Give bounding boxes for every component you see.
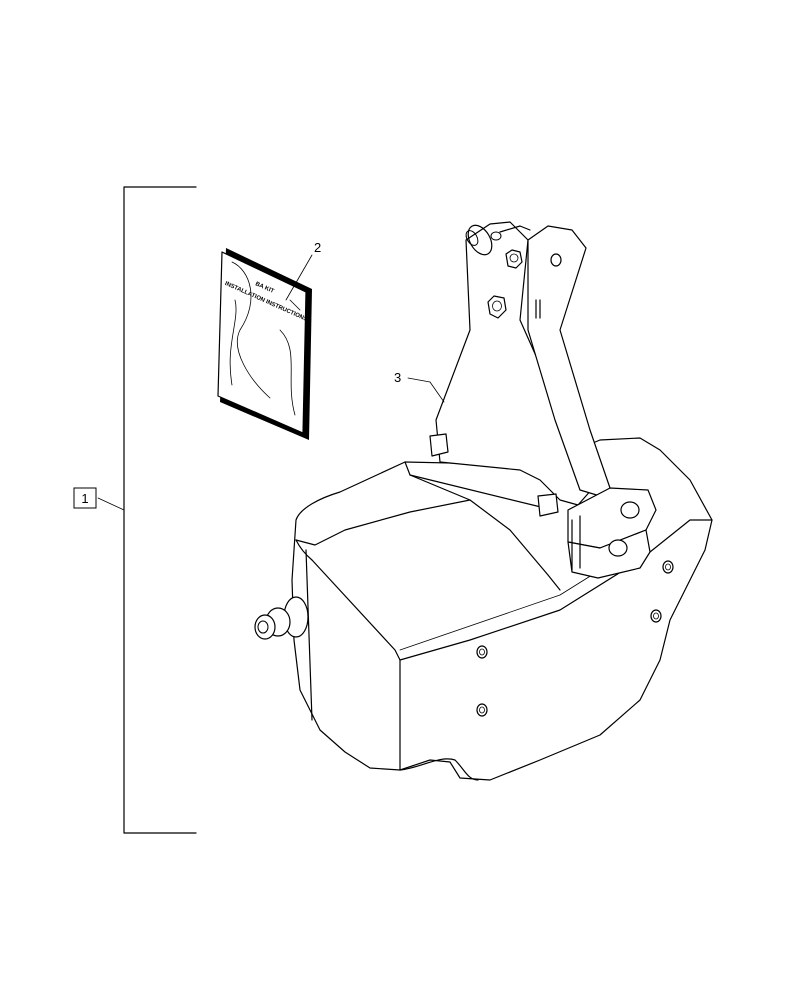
- callout-1-label: 1: [81, 491, 88, 506]
- callout-1: 1: [73, 487, 97, 509]
- callout-2: 2: [285, 240, 321, 301]
- bracket-bolts: [487, 249, 562, 319]
- front-plug: [254, 596, 309, 640]
- kit-bracket: [97, 186, 197, 834]
- callout-2-label: 2: [314, 240, 321, 255]
- side-bolt-holes: [476, 560, 674, 717]
- lynch-pin: [465, 224, 531, 256]
- front-weight-assembly: [254, 221, 713, 781]
- instruction-booklet: BA KIT INSTALLATION INSTRUCTIONS: [217, 248, 312, 440]
- callout-3-label: 3: [394, 370, 401, 385]
- hitch-clevis: [567, 487, 657, 579]
- callout-3: 3: [394, 370, 445, 403]
